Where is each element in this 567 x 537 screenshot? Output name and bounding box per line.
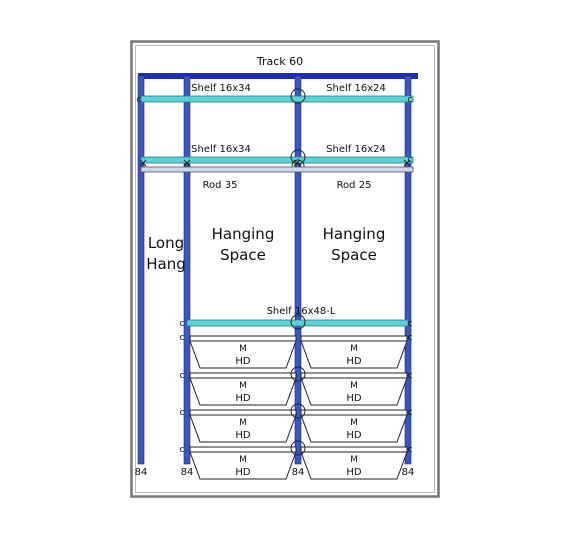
long-hang-label-1: Long (148, 234, 184, 252)
drawer-support-circle (290, 403, 306, 419)
drawer-label-bottom: HD (235, 467, 251, 478)
bracket-marker: c (408, 408, 413, 418)
rod-left-label: Rod 35 (203, 180, 238, 191)
drawer-basket (300, 340, 408, 369)
drawer-label-bottom: HD (235, 356, 251, 367)
drawer-basket (189, 340, 297, 369)
bracket-marker: c (408, 333, 413, 343)
bracket-marker: c (408, 445, 413, 455)
bracket-marker: c (180, 408, 185, 418)
drawer-label-top: M (239, 455, 247, 465)
hanging-space-left-1: Hanging (212, 225, 275, 243)
bracket-marker: c (408, 371, 413, 381)
hanging-space-right-2: Space (331, 246, 377, 264)
drawer-basket (189, 377, 297, 406)
bracket-marker: c (180, 333, 185, 343)
drawer-support-circle (290, 440, 306, 456)
long-hang-label-2: Hang (146, 255, 186, 273)
drawer-label-top: M (350, 344, 358, 354)
drawer-basket (189, 414, 297, 443)
rod-x-marker (183, 159, 191, 167)
drawer-rail (189, 372, 297, 379)
shelf-bottom-wide (186, 319, 409, 327)
drawer-label-top: M (239, 381, 247, 391)
rod-x-marker (139, 159, 147, 167)
standard-height-label: 84 (292, 467, 305, 478)
bracket-marker: c (408, 95, 413, 105)
drawer-basket (300, 451, 408, 480)
drawer-basket (300, 377, 408, 406)
standard-height-label: 84 (181, 467, 194, 478)
top-track (138, 73, 418, 79)
rod-right-label: Rod 25 (337, 180, 372, 191)
bracket-marker: c (137, 95, 142, 105)
standard-right (404, 75, 412, 465)
drawer-label-bottom: HD (235, 393, 251, 404)
shelf-support-circle (290, 314, 306, 330)
rod-x-marker (403, 159, 411, 167)
drawer-rail (189, 409, 297, 416)
drawer-rail (189, 335, 297, 342)
drawer-label-bottom: HD (235, 430, 251, 441)
drawer-label-top: M (350, 455, 358, 465)
bracket-marker: c (180, 445, 185, 455)
drawer-rail (300, 446, 408, 453)
drawer-label-bottom: HD (346, 356, 362, 367)
rod-x-marker (293, 159, 301, 167)
shelf-mid-left-label: Shelf 16x34 (191, 144, 251, 155)
bracket-marker: c (408, 319, 413, 329)
shelf-mid-full (140, 156, 414, 164)
shelf-mid-right-label: Shelf 16x24 (326, 144, 386, 155)
shelf-support-circle (290, 88, 306, 104)
bracket-marker: c (180, 319, 185, 329)
shelf-top-full (140, 95, 414, 103)
hanging-rod (140, 166, 414, 173)
drawer-label-bottom: HD (346, 393, 362, 404)
standard-height-label: 84 (135, 467, 148, 478)
hanging-space-left-2: Space (220, 246, 266, 264)
drawer-rail (189, 446, 297, 453)
drawer-stack: M HD M HD M HD M HD M HD M HD M HD M HD (189, 335, 408, 480)
bracket-marker: c (408, 155, 413, 165)
drawer-label-bottom: HD (346, 467, 362, 478)
shelf-top-left-label: Shelf 16x34 (191, 83, 251, 94)
drawer-label-top: M (350, 418, 358, 428)
shelf-top-right-label: Shelf 16x24 (326, 83, 386, 94)
shelf-bottom-label: Shelf 16x48-L (267, 306, 336, 317)
drawer-rail (300, 335, 408, 342)
drawer-basket (300, 414, 408, 443)
drawer-support-circle (290, 366, 306, 382)
track-label: Track 60 (256, 55, 303, 68)
bracket-marker: c (180, 371, 185, 381)
cabinet-inner-frame (135, 45, 435, 493)
drawer-rail (300, 409, 408, 416)
standard-left (183, 75, 191, 465)
drawer-label-top: M (239, 418, 247, 428)
hanging-space-right-1: Hanging (323, 225, 386, 243)
drawer-label-top: M (350, 381, 358, 391)
drawer-rail (300, 372, 408, 379)
drawer-basket (189, 451, 297, 480)
standard-height-label: 84 (402, 467, 415, 478)
standard-far-left (137, 75, 145, 465)
drawer-label-top: M (239, 344, 247, 354)
drawer-label-bottom: HD (346, 430, 362, 441)
standard-center (294, 75, 302, 465)
